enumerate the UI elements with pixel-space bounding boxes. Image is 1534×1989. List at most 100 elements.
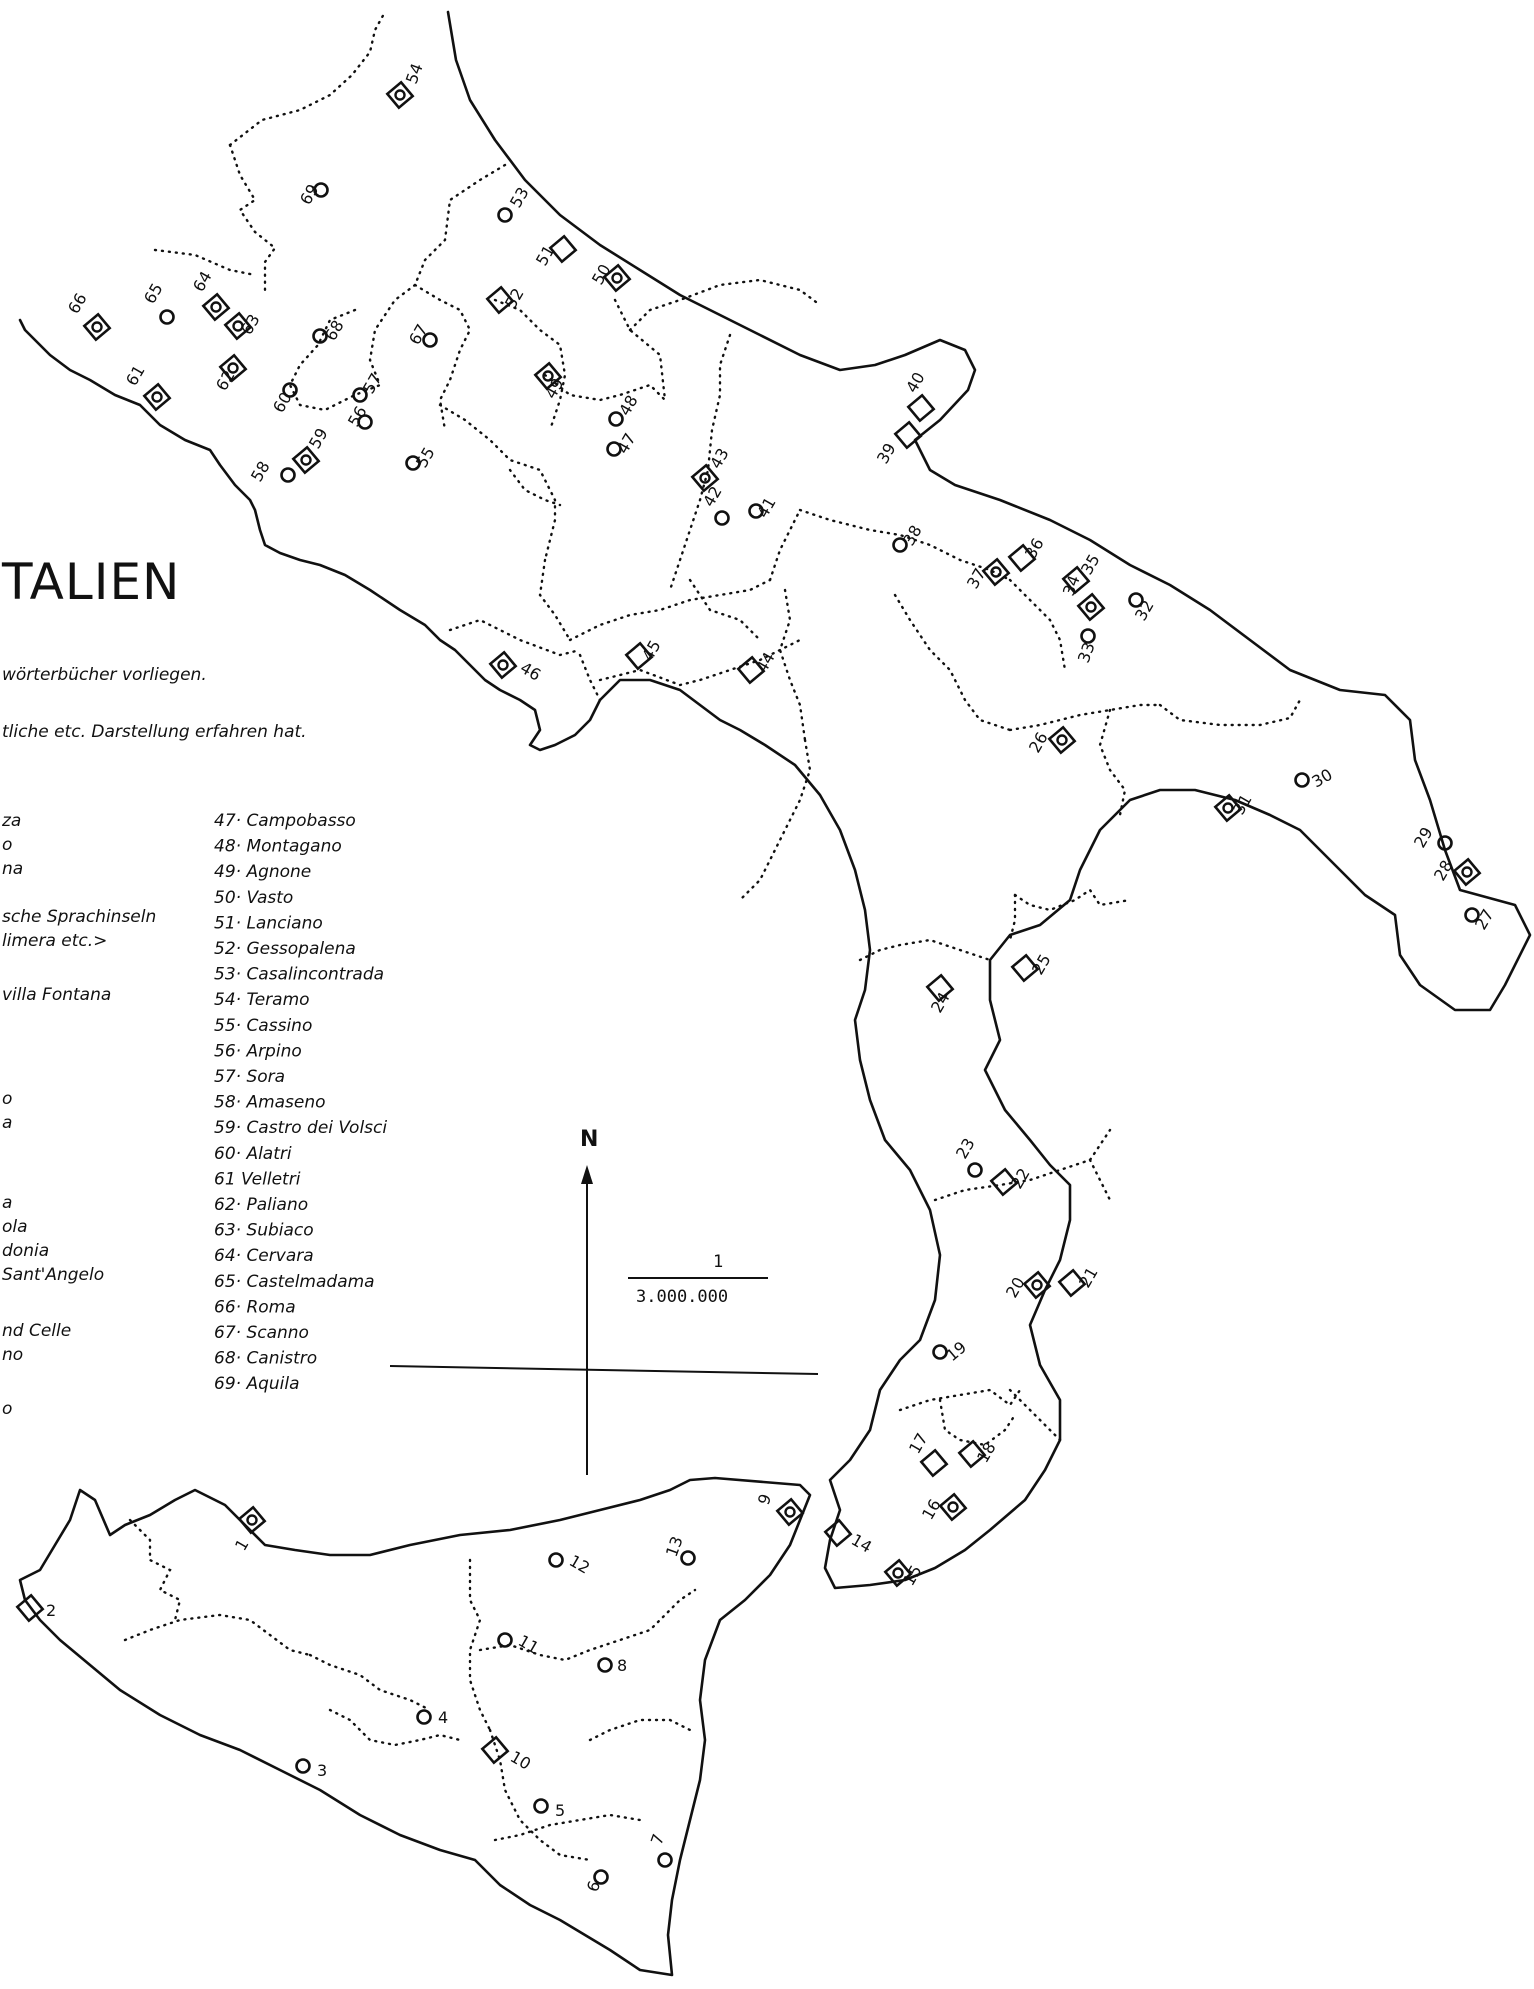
marker-59: 59 <box>291 425 332 475</box>
inner-circle-symbol <box>947 1501 959 1513</box>
circle-symbol <box>967 1162 983 1178</box>
square-symbol <box>142 382 172 412</box>
square-symbol <box>1010 953 1040 983</box>
inner-circle-symbol <box>1222 802 1234 814</box>
circle-symbol <box>352 387 368 403</box>
marker-label: 67 <box>405 321 432 348</box>
marker-60: 60 <box>269 382 298 416</box>
square-symbol <box>957 1439 987 1469</box>
marker-65: 65 <box>140 280 175 325</box>
legend-entry: 56· Arpino <box>214 1041 302 1061</box>
scale-denominator: 3.000.000 <box>636 1287 728 1307</box>
marker-label: 47 <box>613 430 640 457</box>
circle-symbol <box>892 537 908 553</box>
square-symbol <box>624 641 654 671</box>
circle-symbol <box>357 414 373 430</box>
marker-12: 12 <box>548 1551 593 1578</box>
marker-54: 54 <box>385 61 427 110</box>
circle-symbol <box>295 1758 311 1774</box>
marker-label: 43 <box>706 445 733 472</box>
marker-63: 63 <box>223 311 264 341</box>
map-title: TALIEN <box>1 553 180 611</box>
legend-entry: 68· Canistro <box>214 1349 317 1369</box>
marker-15: 15 <box>883 1558 926 1589</box>
marker-label: 65 <box>140 280 167 307</box>
marker-27: 27 <box>1464 906 1498 933</box>
marker-label: 36 <box>1021 535 1048 562</box>
marker-21: 21 <box>1057 1264 1102 1298</box>
inner-circle-symbol <box>1085 601 1097 613</box>
circle-symbol <box>748 503 764 519</box>
square-symbol <box>925 973 955 1003</box>
marker-36: 36 <box>1007 535 1048 573</box>
marker-16: 16 <box>918 1492 968 1523</box>
legend-left-fragment: donia <box>2 1241 49 1261</box>
legend-entry: 65· Castelmadama <box>214 1272 375 1292</box>
marker-68: 68 <box>312 317 348 344</box>
north-arrowhead <box>581 1165 593 1184</box>
marker-10: 10 <box>480 1735 534 1774</box>
legend-left-fragment: a <box>2 1193 12 1213</box>
square-symbol <box>883 1558 913 1588</box>
inner-circle-symbol <box>394 89 406 101</box>
title-block: TALIEN wörterbücher vorliegen. tliche et… <box>1 553 307 742</box>
square-symbol <box>775 1497 805 1527</box>
marker-label: 28 <box>1430 857 1457 884</box>
square-symbol <box>1007 543 1037 573</box>
marker-label: 30 <box>1309 765 1336 792</box>
marker-61: 61 <box>122 362 172 412</box>
circle-symbol <box>657 1852 673 1868</box>
inner-circle-symbol <box>892 1567 904 1579</box>
marker-label: 3 <box>317 1761 327 1780</box>
marker-52: 52 <box>485 285 528 315</box>
inner-circle-symbol <box>611 272 623 284</box>
north-arrow: N <box>389 1127 819 1475</box>
legend-left-fragment: a <box>2 1113 12 1133</box>
legend-entry: 47· Campobasso <box>214 811 356 831</box>
marker-label: 60 <box>269 389 296 416</box>
marker-label: 17 <box>905 1430 932 1457</box>
marker-18: 18 <box>957 1439 1000 1469</box>
marker-9: 9 <box>754 1491 805 1527</box>
legend-left-fragment: villa Fontana <box>2 985 111 1005</box>
circle-symbol <box>714 510 730 526</box>
inner-circle-symbol <box>210 301 222 313</box>
legend-left-fragment: no <box>2 1345 23 1365</box>
marker-3: 3 <box>295 1758 327 1780</box>
scale-bar: 1 3.000.000 <box>628 1252 768 1307</box>
legend-entry: 48· Montagano <box>214 837 342 857</box>
square-symbol <box>736 655 766 685</box>
marker-label: 20 <box>1002 1274 1029 1301</box>
legend-entry: 64· Cervara <box>214 1246 314 1266</box>
legend-entry: 60· Alatri <box>214 1144 292 1164</box>
inner-circle-symbol <box>227 362 239 374</box>
marker-label: 8 <box>617 1656 627 1675</box>
square-symbol <box>1076 592 1106 622</box>
square-symbol <box>919 1448 949 1478</box>
marker-19: 19 <box>932 1337 970 1365</box>
marker-label: 33 <box>1074 640 1099 666</box>
marker-label: 1 <box>231 1536 253 1554</box>
marker-label: 4 <box>438 1708 448 1727</box>
square-symbol <box>218 353 248 383</box>
marker-5: 5 <box>533 1798 565 1820</box>
marker-label: 5 <box>555 1801 565 1820</box>
marker-label: 56 <box>344 403 371 430</box>
circle-symbol <box>606 441 622 457</box>
marker-label: 53 <box>506 184 533 211</box>
circle-symbol <box>932 1344 948 1360</box>
scale-numerator: 1 <box>713 1252 723 1272</box>
marker-label: 6 <box>583 1878 604 1894</box>
square-symbol <box>989 1167 1019 1197</box>
circle-symbol <box>497 1632 513 1648</box>
legend-entry: 52· Gessopalena <box>214 939 356 959</box>
marker-67: 67 <box>405 321 438 348</box>
legend-entry: 55· Cassino <box>214 1016 312 1036</box>
square-symbol <box>1047 725 1077 755</box>
legend-entry: 62· Paliano <box>214 1195 308 1215</box>
square-symbol <box>938 1492 968 1522</box>
circle-symbol <box>593 1869 609 1885</box>
legend-entry: 54· Teramo <box>214 990 310 1010</box>
